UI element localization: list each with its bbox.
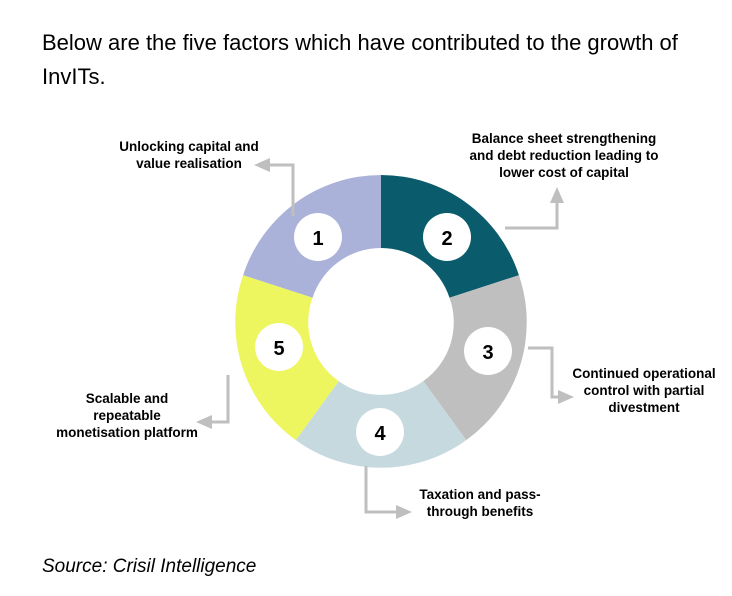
segment-badges: 1 2 3 4 5 <box>255 213 512 456</box>
segment-label-4: Taxation and pass-through benefits <box>419 487 541 519</box>
badge-circle-5 <box>255 323 303 371</box>
badge-circle-2 <box>423 213 471 261</box>
segment-label-2: Balance sheet strengthening and debt red… <box>469 131 659 180</box>
badge-label-2: 2 <box>441 228 452 250</box>
arrowhead-4-icon <box>396 505 412 519</box>
segment-label-5: Scalable and repeatable monetisation pla… <box>56 391 198 440</box>
arrowhead-1-icon <box>254 158 270 172</box>
arrowhead-3-icon <box>558 390 574 404</box>
badge-circle-3 <box>464 327 512 375</box>
arrowhead-2-icon <box>550 187 564 203</box>
connector-arrow-1 <box>268 163 295 216</box>
badge-label-4: 4 <box>374 423 386 445</box>
badge-label-5: 5 <box>273 338 284 360</box>
badge-circle-4 <box>356 408 404 456</box>
connector-arrow-3 <box>528 346 560 399</box>
connector-arrow-4 <box>364 466 398 514</box>
arrowhead-5-icon <box>196 415 212 429</box>
badge-label-1: 1 <box>312 228 323 250</box>
page-title: Below are the five factors which have co… <box>42 30 678 89</box>
badge-circle-1 <box>294 213 342 261</box>
connector-arrow-5 <box>210 375 230 424</box>
segment-label-3: Continued operational control with parti… <box>572 366 716 415</box>
source-caption: Source: Crisil Intelligence <box>42 556 257 577</box>
connector-arrow-2 <box>505 200 559 230</box>
badge-label-3: 3 <box>482 342 493 364</box>
connector-arrows <box>210 163 560 514</box>
connector-arrowheads <box>196 158 574 519</box>
segment-label-1: Unlocking capital and value realisation <box>119 139 259 171</box>
